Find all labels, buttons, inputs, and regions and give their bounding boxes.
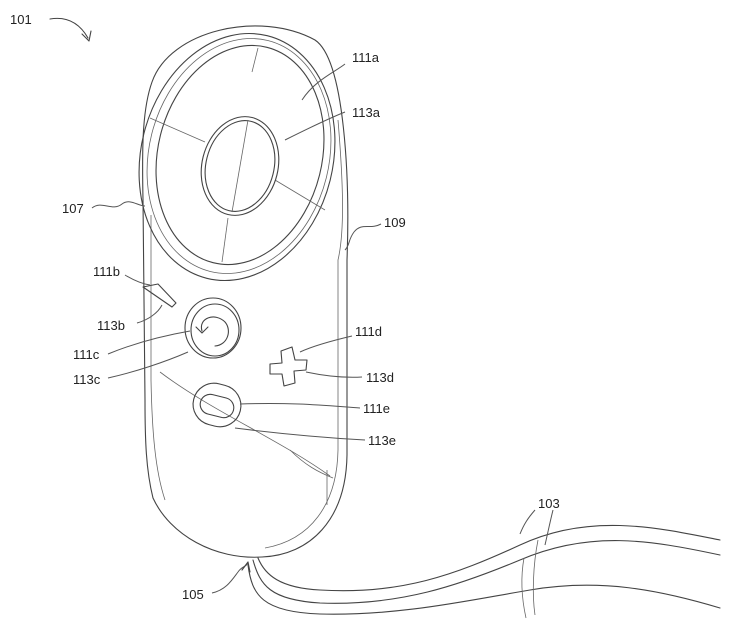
leader-107 [92,202,145,208]
leader-113a [285,112,345,140]
cable-crossing [522,558,526,618]
leader-111b [125,275,150,285]
cable-strand-3 [258,525,720,590]
ring-divider-bottom [222,218,228,262]
label-113d: 113d [366,370,394,385]
leader-109 [345,224,381,250]
back-arrow-icon [201,317,228,346]
label-103: 103 [538,496,560,511]
leader-113c [108,352,188,378]
leader-lines [92,64,553,593]
home-button-inner [198,392,236,420]
ring-divider-top [252,48,258,72]
label-109: 109 [384,215,406,230]
touchpad-outer-ring-bevel [123,19,355,293]
leader-113d [306,372,362,377]
body-outer-outline [143,26,348,557]
home-button-outer [189,379,246,431]
leader-105 [212,563,248,593]
reference-labels: 111a 113a 107 109 111b 113b 111c 113c 11… [62,50,560,602]
label-111e: 111e [363,401,390,416]
label-111d: 111d [355,324,382,339]
label-113c: 113c [73,372,101,387]
back-button-inner [191,304,239,356]
label-101: 101 [10,12,32,27]
leader-103-a [520,510,535,534]
label-113a: 113a [352,105,381,120]
plus-icon [270,347,307,386]
body-lower-facet [160,372,330,476]
ring-divider-left [150,118,205,142]
button-111b [143,284,176,307]
home-button [189,379,246,431]
button-111b-shape [143,284,176,307]
leader-103-b [545,510,553,545]
touchpad-inner-ring [134,27,347,282]
back-button-outer [185,298,241,358]
cable-103 [248,525,720,618]
leader-111c [108,331,190,354]
leader-111e [240,403,360,408]
leader-111d [300,336,352,352]
label-111a: 111a [352,50,380,65]
label-113b: 113b [97,318,125,333]
center-button-divider [232,120,248,212]
label-113e: 113e [368,433,396,448]
label-105: 105 [182,587,204,602]
label-111b: 111b [93,264,120,279]
ring-divider-right [275,180,325,210]
label-107: 107 [62,201,84,216]
cable-crossing-2 [533,540,538,615]
remote-body [143,26,348,557]
plus-button [270,347,307,386]
cable-strand-1 [253,541,720,604]
body-side-bevel-right [265,120,343,548]
label-111c: 111c [73,347,100,362]
leader-113b [137,305,162,323]
back-button [185,298,241,358]
body-front-edge-left [151,215,165,500]
